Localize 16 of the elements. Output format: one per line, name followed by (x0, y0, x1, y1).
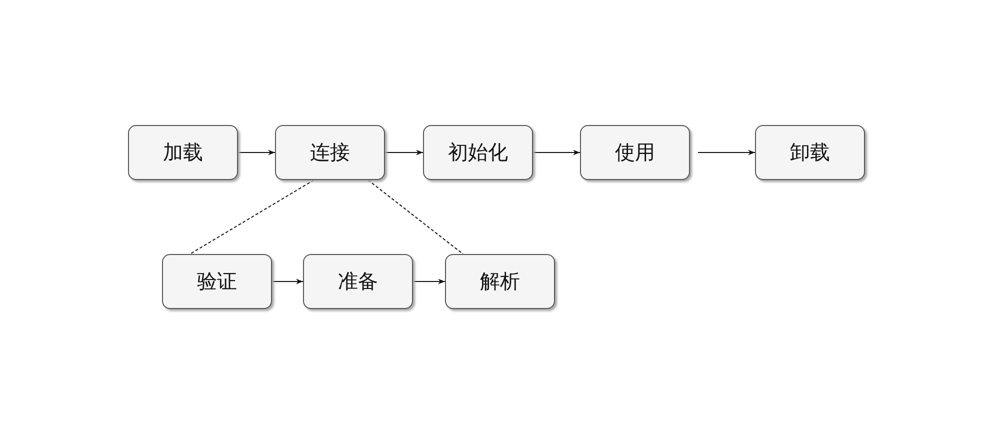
arrow (384, 150, 424, 156)
process-box: 加载 (128, 125, 238, 180)
process-box: 使用 (580, 125, 690, 180)
process-box: 验证 (162, 254, 272, 309)
process-box: 连接 (275, 125, 385, 180)
process-box: 解析 (445, 254, 555, 309)
arrow (412, 278, 446, 284)
arrow (698, 150, 756, 156)
process-box: 准备 (303, 254, 413, 309)
dashed-line (190, 180, 314, 254)
dashed-line (368, 180, 464, 254)
arrow (272, 278, 304, 284)
arrow (532, 150, 580, 156)
process-box: 卸载 (755, 125, 865, 180)
arrow (238, 150, 276, 156)
process-box: 初始化 (423, 125, 533, 180)
